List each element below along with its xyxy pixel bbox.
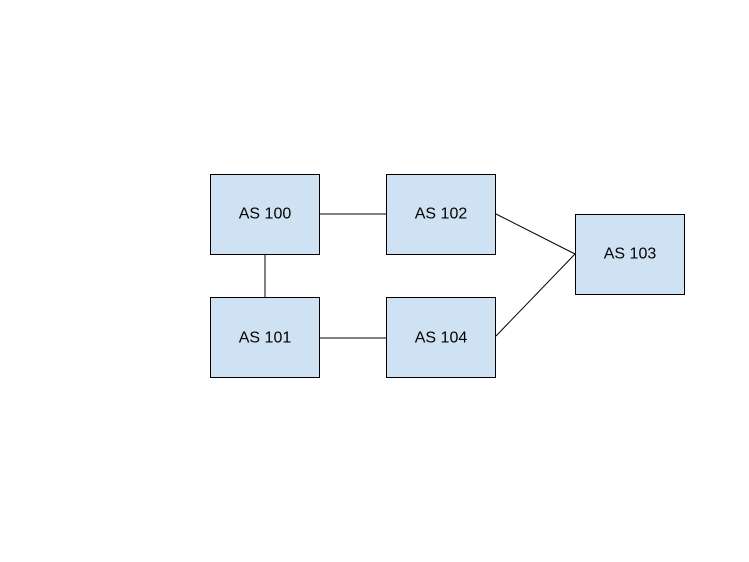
node-as101-label: AS 101 (239, 330, 292, 347)
node-as103-label: AS 103 (604, 246, 657, 263)
node-as104-label: AS 104 (415, 330, 468, 347)
node-as102-box (386, 174, 496, 255)
node-as100-box (210, 174, 320, 255)
node-as102: AS 102 (386, 174, 496, 255)
node-as103-box (575, 214, 685, 295)
node-as104-box (386, 297, 496, 378)
edge-as104-as103 (495, 253, 576, 337)
node-as100: AS 100 (210, 174, 320, 255)
edge-as102-as103 (495, 213, 576, 255)
node-as104: AS 104 (386, 297, 496, 378)
node-as103: AS 103 (575, 214, 685, 295)
node-as100-label: AS 100 (239, 206, 292, 223)
node-as101: AS 101 (210, 297, 320, 378)
node-as102-label: AS 102 (415, 206, 468, 223)
node-as101-box (210, 297, 320, 378)
